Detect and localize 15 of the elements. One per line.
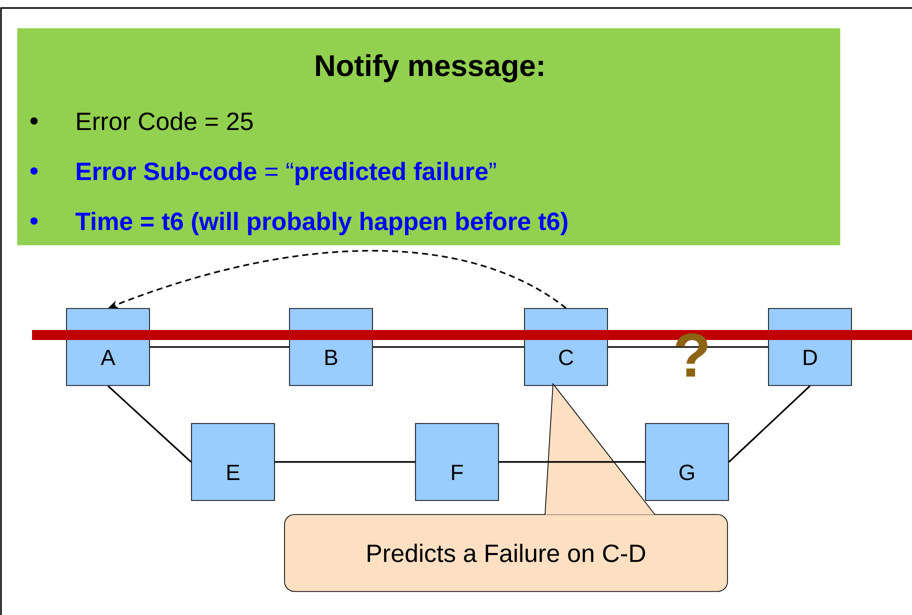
- link-line: [274, 461, 416, 463]
- link-line: [150, 346, 290, 348]
- link-line: [608, 346, 768, 348]
- bullet-item: Error Sub-code = “predicted failure”: [76, 162, 496, 186]
- link-line: [728, 385, 811, 463]
- link-line: [107, 385, 192, 463]
- message-panel: [17, 28, 840, 246]
- node-box: E: [191, 423, 275, 501]
- link-line: [498, 461, 646, 463]
- bullet-item: Error Code = 25: [77, 112, 253, 130]
- node-box: F: [415, 423, 499, 501]
- panel-title: Notify message:: [316, 54, 543, 82]
- bullet-item: Time = t6 (will probably happen before t6): [76, 212, 568, 236]
- node-box: G: [645, 423, 729, 501]
- link-line: [372, 346, 524, 348]
